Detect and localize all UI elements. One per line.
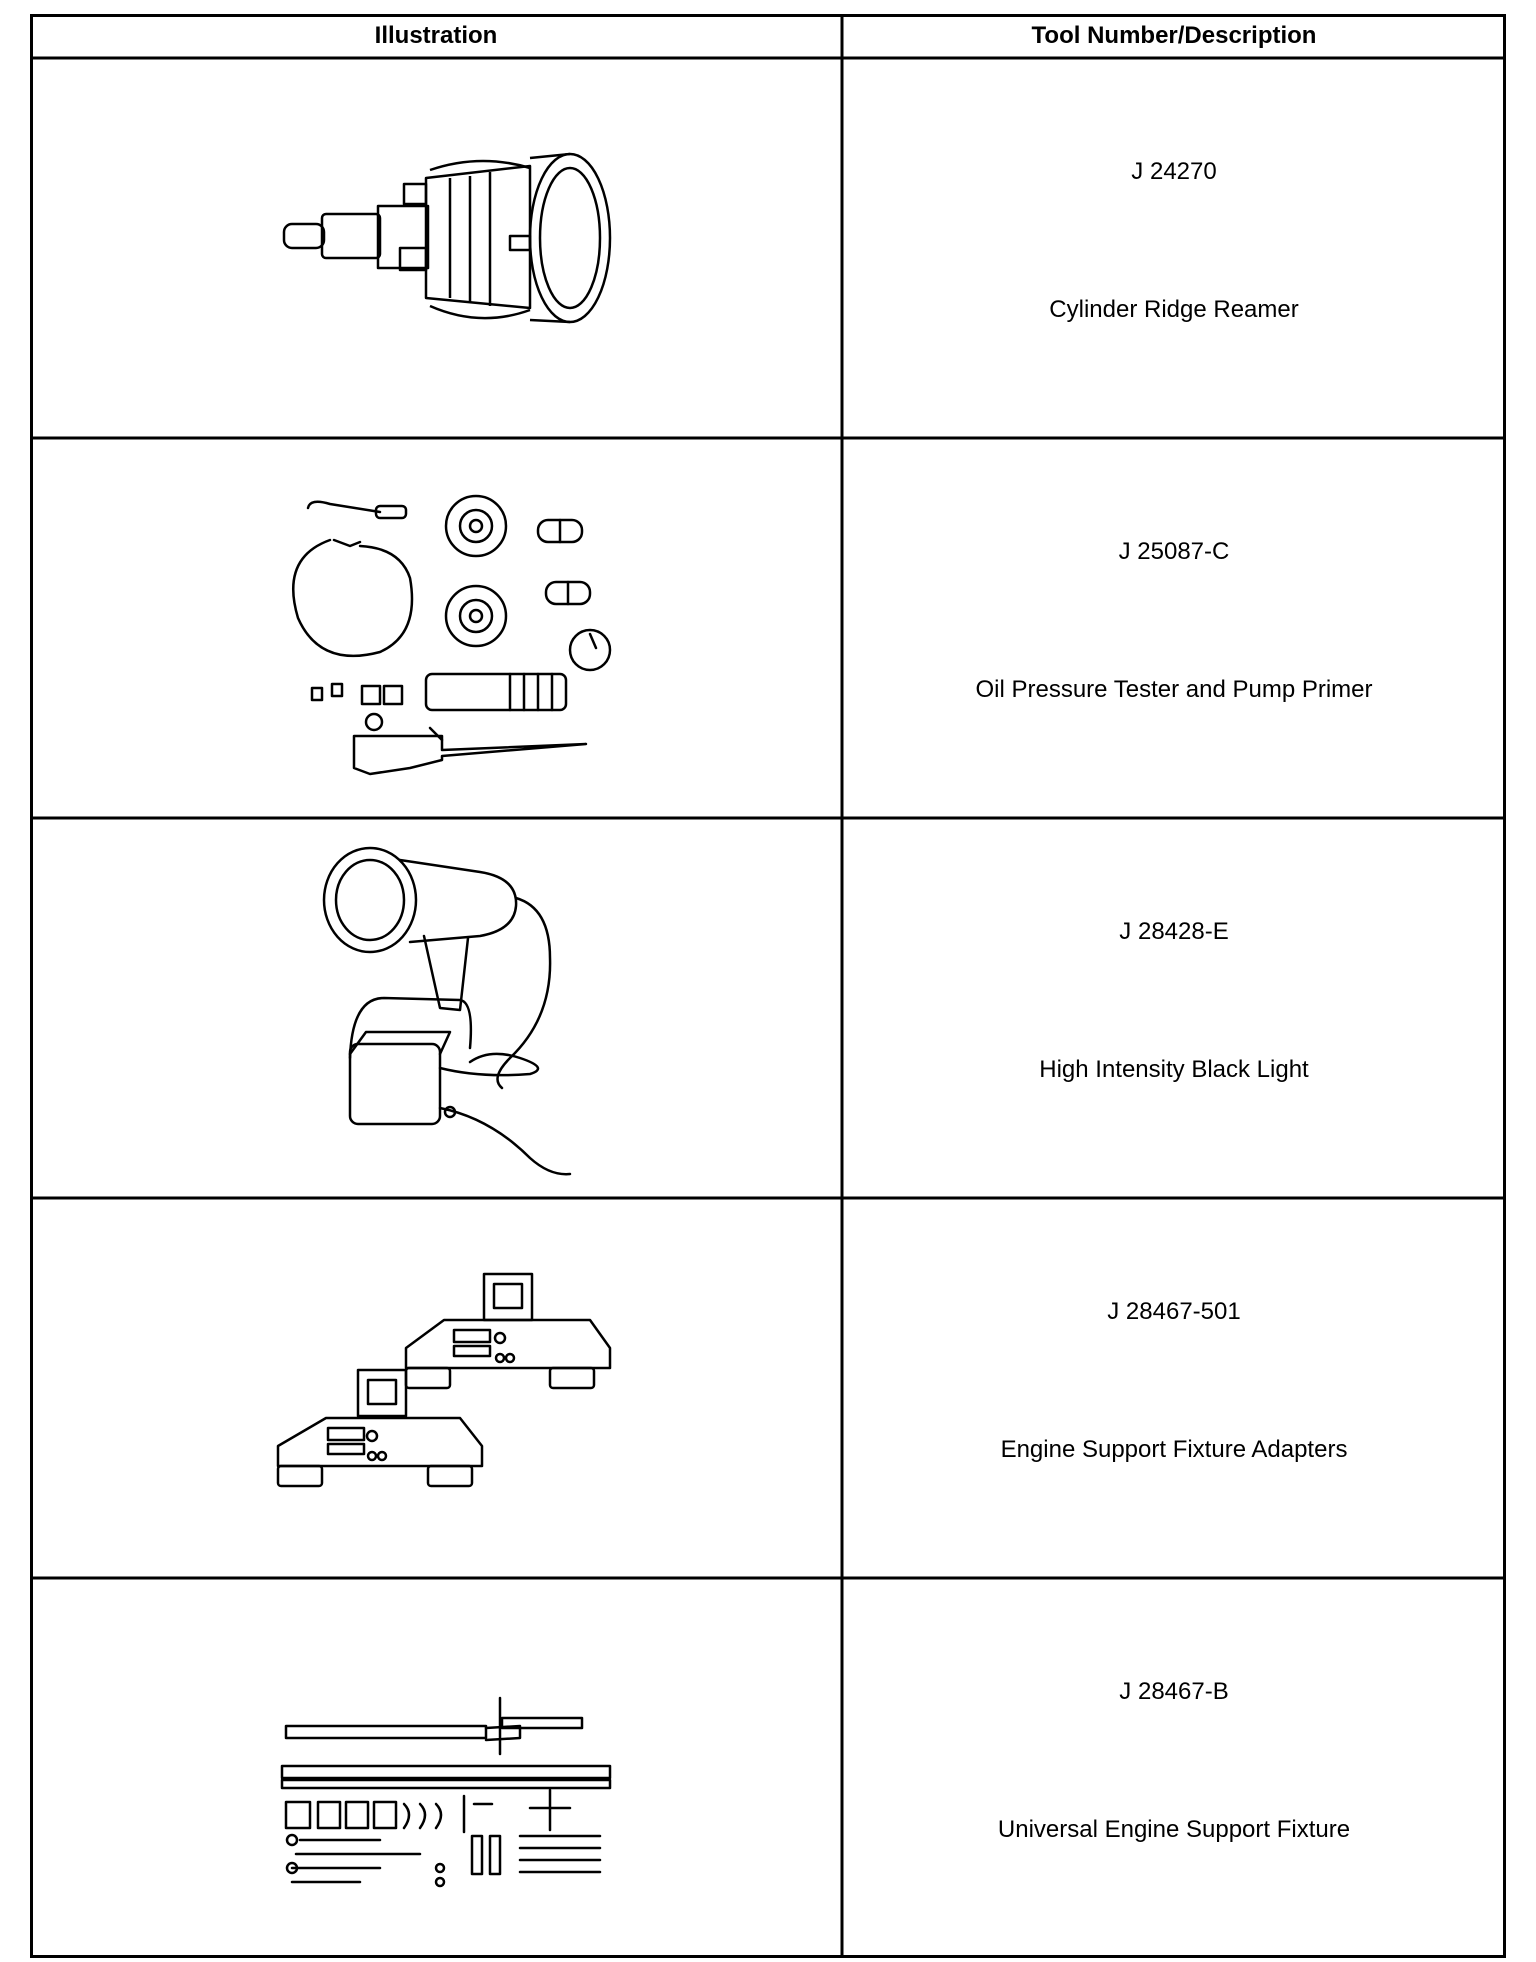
tool-number: J 28467-501 [1107,1298,1241,1325]
tool-description-cell: J 28428-E High Intensity Black Light [842,818,1506,1198]
tool-number: J 24270 [1131,158,1217,185]
tool-number: J 28467-B [1119,1678,1229,1705]
tool-number: J 25087-C [1118,538,1230,565]
tool-number: J 28428-E [1119,918,1229,945]
table-grid [30,14,1506,1958]
header-tool-description: Tool Number/Description [1031,22,1317,49]
table-row: J 28428-E High Intensity Black Light [30,818,1506,1198]
tool-name: Oil Pressure Tester and Pump Primer [975,676,1373,703]
tool-description-cell: J 28467-501 Engine Support Fixture Adapt… [842,1198,1506,1578]
universal-support-fixture-drawing [30,1578,842,1958]
table-row: J 28467-B Universal Engine Support Fixtu… [30,1578,1506,1958]
oil-pressure-tester-kit-drawing [30,438,842,818]
tool-description-cell: J 28467-B Universal Engine Support Fixtu… [842,1578,1506,1958]
header-illustration: Illustration [374,22,498,49]
tool-name: Engine Support Fixture Adapters [1000,1436,1348,1463]
table-row: J 24270 Cylinder Ridge Reamer [30,58,1506,438]
tool-description-cell: J 25087-C Oil Pressure Tester and Pump P… [842,438,1506,818]
table-row: J 28467-501 Engine Support Fixture Adapt… [30,1198,1506,1578]
tool-name: High Intensity Black Light [1039,1056,1309,1083]
tool-name: Universal Engine Support Fixture [997,1816,1351,1843]
fixture-adapters-drawing [30,1198,842,1578]
tool-description-cell: J 24270 Cylinder Ridge Reamer [842,58,1506,438]
black-light-drawing [30,818,842,1198]
tool-name: Cylinder Ridge Reamer [1049,296,1299,323]
cylinder-ridge-reamer-drawing [30,58,842,438]
table-row: J 25087-C Oil Pressure Tester and Pump P… [30,438,1506,818]
tool-table: Illustration Tool Number/Description [30,14,1506,1958]
